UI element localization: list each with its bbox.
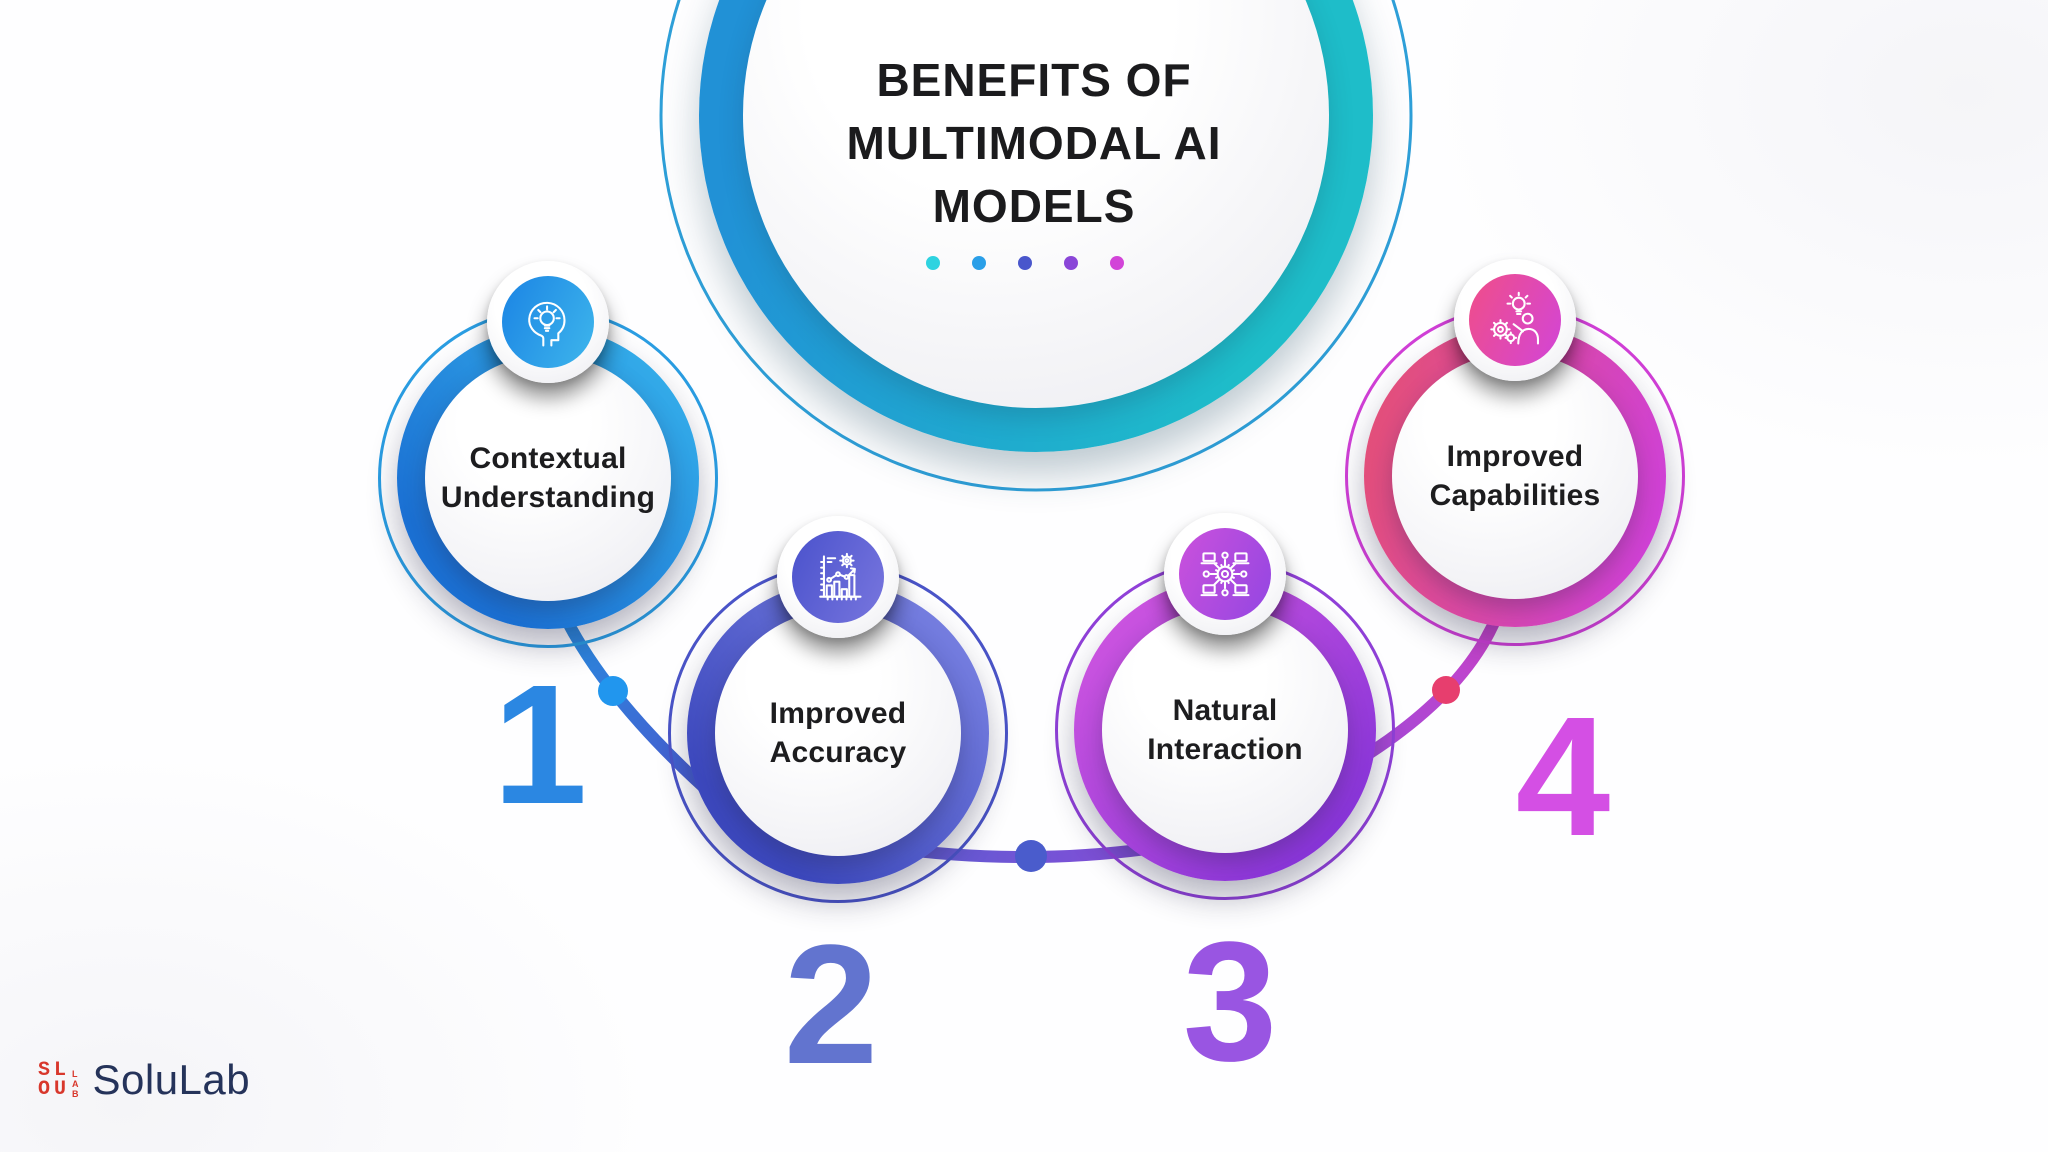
- benefit-label: Natural Interaction: [1147, 691, 1303, 769]
- person-innovation-icon: [1490, 291, 1539, 345]
- benefit-number-2: 2: [783, 910, 879, 1100]
- benefit-circle-improved-capabilities: Improved Capabilities: [1345, 259, 1685, 646]
- connector-node-2: [1015, 840, 1047, 872]
- benefit-inner-circle: Natural Interaction: [1102, 607, 1348, 853]
- benefit-inner-circle: Improved Capabilities: [1392, 353, 1638, 599]
- decoration-dot: [1064, 256, 1078, 270]
- benefit-label-line: Understanding: [440, 481, 656, 514]
- benefit-inner-circle: Improved Accuracy: [715, 610, 961, 856]
- logo-lab-letter: B: [72, 1089, 79, 1099]
- benefit-icon-badge: [1454, 259, 1576, 381]
- logo-letter: S: [38, 1059, 51, 1082]
- benefit-label-line: Accuracy: [769, 736, 907, 769]
- benefit-icon-disc: [1179, 528, 1271, 620]
- title-line-1: BENEFITS OF: [876, 54, 1192, 106]
- logo-lab-letter: L: [72, 1069, 78, 1079]
- benefit-label: Improved Capabilities: [1430, 437, 1601, 515]
- logo-lab-text: L A B: [72, 1069, 79, 1099]
- title-line-3: MODELS: [932, 180, 1136, 232]
- benefit-label-line: Natural: [1172, 694, 1278, 727]
- logo-letter: O: [38, 1078, 51, 1101]
- benefit-icon-disc: [1469, 274, 1561, 366]
- brand-name: SoluLab: [92, 1056, 251, 1103]
- decoration-dot: [926, 256, 940, 270]
- logo-lab-letter: A: [72, 1079, 79, 1089]
- benefit-label-line: Contextual: [469, 442, 627, 475]
- benefit-icon-disc: [792, 531, 884, 623]
- decoration-dot: [1110, 256, 1124, 270]
- title-line-2: MULTIMODAL AI: [846, 117, 1222, 169]
- benefit-label: Contextual Understanding: [441, 439, 655, 517]
- benefit-icon-disc: [502, 276, 594, 368]
- benefit-circle-improved-accuracy: Improved Accuracy: [668, 516, 1008, 903]
- brand-footer: S L O U L A B SoluLab: [38, 1056, 250, 1104]
- benefit-icon-badge: [777, 516, 899, 638]
- benefit-icon-badge: [1164, 513, 1286, 635]
- head-lightbulb-icon: [528, 301, 566, 347]
- benefit-inner-circle: Contextual Understanding: [425, 355, 671, 601]
- decoration-dot: [972, 256, 986, 270]
- analytics-chart-gear-icon: [819, 552, 862, 601]
- connected-devices-network-icon: [1200, 551, 1250, 597]
- benefit-number-1: 1: [492, 650, 588, 840]
- connector-node-3: [1432, 676, 1460, 704]
- solulab-logo-icon: S L O U L A B: [38, 1059, 79, 1101]
- connector-node-1: [598, 676, 628, 706]
- benefit-label-line: Capabilities: [1429, 479, 1601, 512]
- page-title: BENEFITS OF MULTIMODAL AI MODELS: [684, 49, 1384, 238]
- logo-letter-grid: S L O U: [38, 1059, 70, 1101]
- benefit-number-4: 4: [1515, 682, 1611, 872]
- title-decoration-dots: [875, 256, 1175, 270]
- benefit-label-line: Improved: [769, 697, 907, 730]
- benefit-label: Improved Accuracy: [770, 694, 907, 772]
- benefit-number-3: 3: [1182, 907, 1278, 1097]
- benefit-label-line: Interaction: [1147, 733, 1303, 766]
- title-circle-outline-ring: [659, 0, 1413, 492]
- logo-letter: U: [54, 1078, 67, 1101]
- benefit-label-line: Improved: [1446, 440, 1584, 473]
- decoration-dot: [1018, 256, 1032, 270]
- benefit-circle-contextual-understanding: Contextual Understanding: [378, 261, 718, 648]
- benefit-icon-badge: [487, 261, 609, 383]
- logo-letter: L: [54, 1059, 67, 1082]
- benefit-circle-natural-interaction: Natural Interaction: [1055, 513, 1395, 900]
